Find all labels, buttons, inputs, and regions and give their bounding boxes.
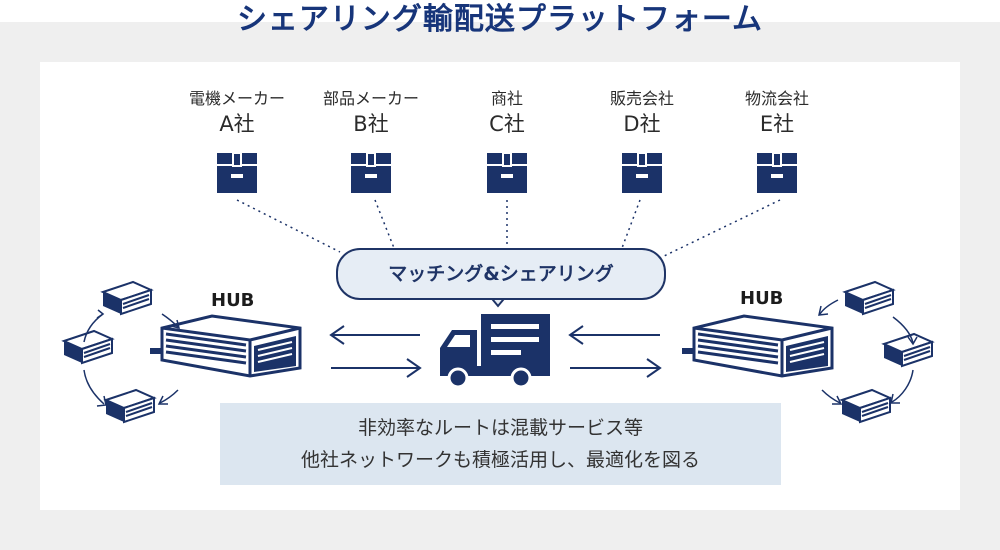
box-icon — [487, 153, 527, 193]
arrow-icon — [83, 309, 181, 407]
store-icon — [63, 330, 113, 364]
page-title: シェアリング輸配送プラットフォーム — [236, 2, 764, 37]
matching-bubble: マッチング&シェアリング — [336, 248, 666, 300]
company-kind: 電機メーカー — [188, 89, 285, 108]
company-kind: 販売会社 — [609, 89, 674, 108]
store-icon — [102, 281, 152, 315]
box-icon — [351, 153, 391, 193]
store-icon — [105, 389, 155, 423]
connector-lines — [236, 199, 781, 259]
note-line: 非効率なルートは混載サービス等 — [357, 417, 643, 439]
company-kind: 商社 — [490, 89, 523, 108]
company-d: 販売会社 D社 — [577, 88, 707, 138]
warehouse-icon — [148, 314, 302, 378]
arrow-icon — [818, 299, 918, 405]
company-kind: 部品メーカー — [322, 89, 419, 108]
box-icon — [622, 153, 662, 193]
hub-label-right: HUB — [740, 288, 784, 309]
company-c: 商社 C社 — [442, 88, 572, 138]
note-box: 非効率なルートは混載サービス等 他社ネットワークも積極活用し、最適化を図る — [220, 403, 781, 485]
company-e: 物流会社 E社 — [712, 88, 842, 138]
truck-icon — [440, 314, 550, 389]
company-a: 電機メーカー A社 — [172, 88, 302, 138]
box-icon — [217, 153, 257, 193]
company-kind: 物流会社 — [744, 89, 809, 108]
note-line: 他社ネットワークも積極活用し、最適化を図る — [300, 449, 700, 471]
company-name: D社 — [623, 112, 661, 136]
company-b: 部品メーカー B社 — [306, 88, 436, 138]
company-name: A社 — [219, 112, 255, 136]
warehouse-icon — [680, 314, 834, 378]
hub-label-left: HUB — [211, 290, 255, 311]
company-name: C社 — [489, 112, 525, 136]
company-name: E社 — [759, 112, 795, 136]
store-icon — [844, 281, 894, 315]
store-icon — [883, 333, 933, 367]
box-icon — [757, 153, 797, 193]
company-name: B社 — [353, 112, 389, 136]
arrow-icon — [568, 325, 662, 378]
store-icon — [841, 389, 891, 423]
arrow-icon — [329, 325, 422, 378]
